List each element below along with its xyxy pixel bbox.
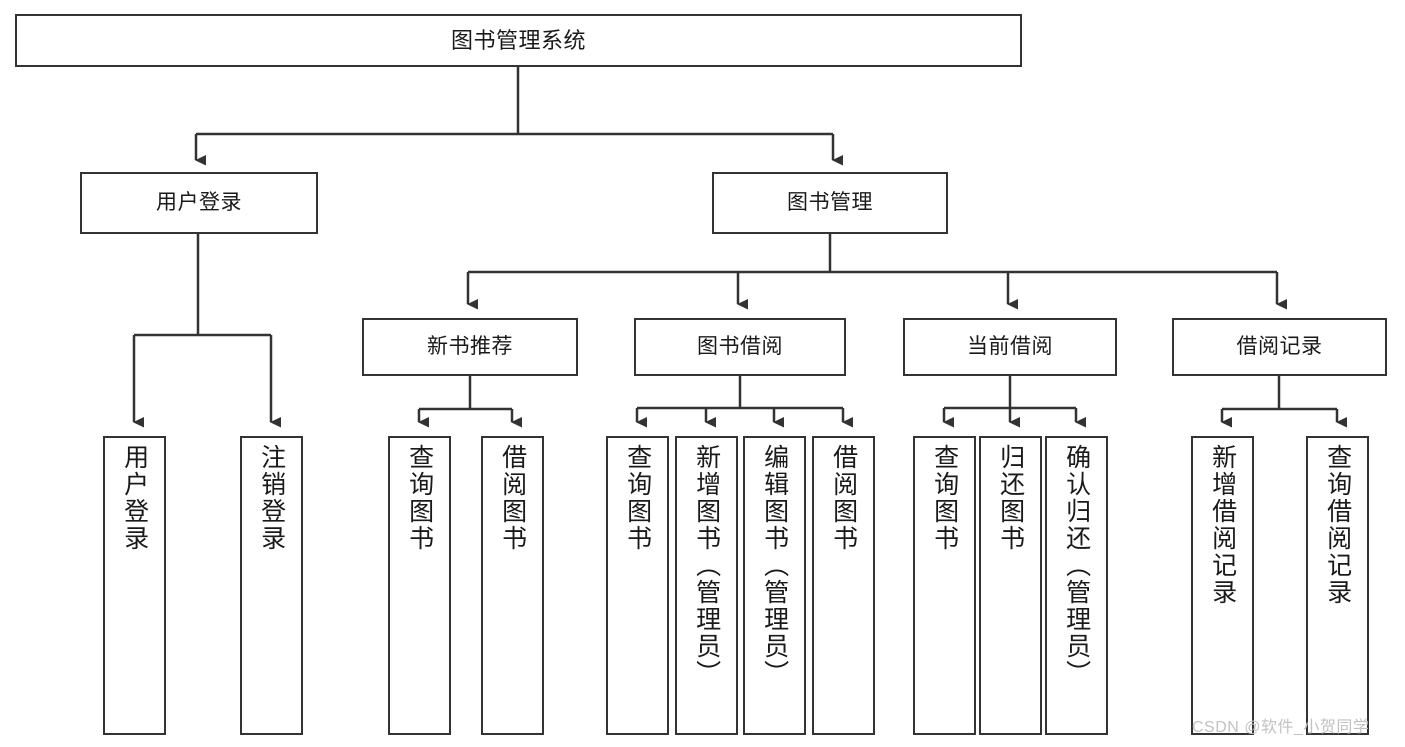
leaf-confirm-return-admin[interactable]: 确认归还（管理员） bbox=[1045, 436, 1108, 735]
node-label: 归还图书 bbox=[996, 444, 1025, 552]
leaf-logout-login[interactable]: 注销登录 bbox=[240, 436, 303, 735]
leaf-borrow-book-rec[interactable]: 借阅图书 bbox=[481, 436, 544, 735]
node-label: 借阅记录 bbox=[1236, 334, 1323, 358]
node-user-login[interactable]: 用户登录 bbox=[80, 172, 318, 234]
node-label: 借阅图书 bbox=[498, 444, 527, 552]
node-label: 新书推荐 bbox=[427, 334, 513, 358]
node-label: 注销登录 bbox=[257, 444, 286, 552]
node-label: 图书管理系统 bbox=[450, 27, 586, 53]
leaf-query-borrow-record[interactable]: 查询借阅记录 bbox=[1306, 436, 1369, 735]
node-label: 查询图书 bbox=[405, 444, 434, 552]
node-label: 新增图书（管理员） bbox=[692, 444, 721, 687]
leaf-add-borrow-record[interactable]: 新增借阅记录 bbox=[1191, 436, 1254, 735]
node-book-manage[interactable]: 图书管理 bbox=[712, 172, 948, 234]
csdn-watermark: CSDN @软件_小贺同学 bbox=[1192, 719, 1370, 736]
leaf-query-book-rec[interactable]: 查询图书 bbox=[388, 436, 451, 735]
node-label: 查询图书 bbox=[930, 444, 959, 552]
leaf-query-book-current[interactable]: 查询图书 bbox=[913, 436, 976, 735]
leaf-add-book-admin[interactable]: 新增图书（管理员） bbox=[675, 436, 738, 735]
node-label: 查询借阅记录 bbox=[1323, 444, 1352, 606]
node-label: 当前借阅 bbox=[967, 334, 1053, 358]
leaf-borrow-book-borrow[interactable]: 借阅图书 bbox=[812, 436, 875, 735]
node-label: 用户登录 bbox=[120, 444, 149, 552]
leaf-user-login[interactable]: 用户登录 bbox=[103, 436, 166, 735]
leaf-return-book[interactable]: 归还图书 bbox=[979, 436, 1042, 735]
leaf-query-book-borrow[interactable]: 查询图书 bbox=[606, 436, 669, 735]
node-label: 用户登录 bbox=[156, 190, 242, 214]
node-label: 图书管理 bbox=[787, 190, 873, 214]
node-label: 编辑图书（管理员） bbox=[760, 444, 789, 687]
node-label: 图书借阅 bbox=[697, 334, 783, 358]
node-label: 确认归还（管理员） bbox=[1062, 444, 1091, 687]
node-root-library-system[interactable]: 图书管理系统 bbox=[15, 14, 1022, 67]
node-current-borrow[interactable]: 当前借阅 bbox=[903, 318, 1117, 376]
node-book-borrow[interactable]: 图书借阅 bbox=[634, 318, 846, 376]
node-label: 新增借阅记录 bbox=[1208, 444, 1237, 606]
node-borrow-record[interactable]: 借阅记录 bbox=[1172, 318, 1387, 376]
node-label: 查询图书 bbox=[623, 444, 652, 552]
leaf-edit-book-admin[interactable]: 编辑图书（管理员） bbox=[743, 436, 806, 735]
node-new-book-rec[interactable]: 新书推荐 bbox=[362, 318, 578, 376]
node-label: 借阅图书 bbox=[829, 444, 858, 552]
